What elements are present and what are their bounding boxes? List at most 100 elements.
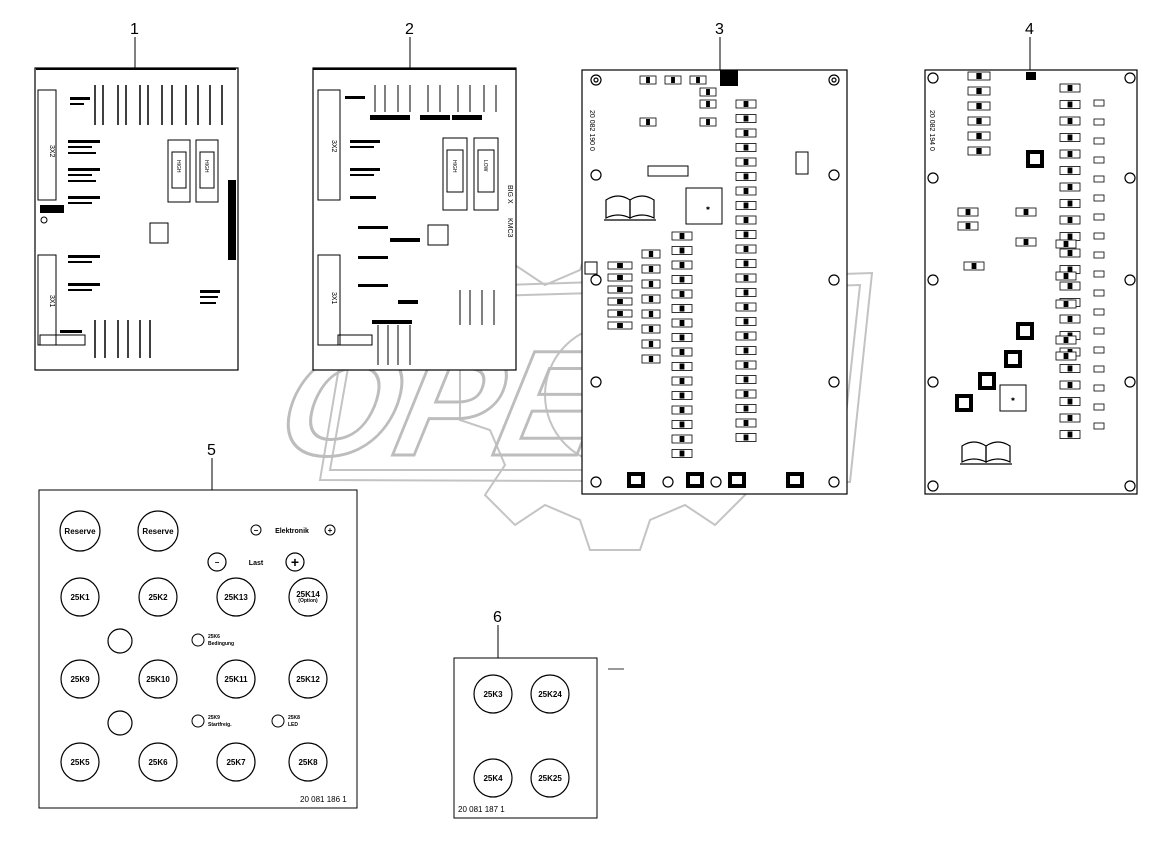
- button-25k3[interactable]: 25K3: [473, 674, 513, 714]
- fuse-block: [735, 99, 757, 109]
- blank-button-1[interactable]: [107, 628, 133, 654]
- fuse-block: [641, 294, 661, 304]
- button-25k10-label: 25K10: [146, 675, 170, 684]
- fuse-block: [671, 231, 693, 241]
- fuse-block: [735, 302, 757, 312]
- button-25k11[interactable]: 25K11: [216, 659, 256, 699]
- button-25k12-label: 25K12: [296, 675, 320, 684]
- elektronik-minus-button[interactable]: −: [250, 524, 262, 536]
- button-25k1[interactable]: 25K1: [60, 577, 100, 617]
- reserve-button-2[interactable]: Reserve: [137, 510, 179, 552]
- fuse-block: [735, 244, 757, 254]
- fuse-block: [641, 279, 661, 289]
- elektronik-plus-button[interactable]: +: [324, 524, 336, 536]
- button-25k9-label: 25K9: [70, 675, 90, 684]
- panel3-fuse-array: [607, 75, 757, 458]
- button-25k14[interactable]: 25K14: [288, 577, 328, 617]
- fuse-block: [967, 101, 991, 111]
- fuse-block: [607, 285, 633, 294]
- fuse-block: [1015, 207, 1037, 217]
- button-25k25[interactable]: 25K25: [530, 758, 570, 798]
- panel2-switch-b-label: LOW: [482, 160, 488, 172]
- fuse-block: [641, 354, 661, 364]
- button-25k7[interactable]: 25K7: [216, 742, 256, 782]
- reserve-button-1-label: Reserve: [64, 527, 96, 536]
- panel4-book-icon: [960, 441, 1012, 465]
- panel4-dial-icon: ✱: [1011, 397, 1015, 403]
- last-minus-button[interactable]: −: [207, 552, 227, 572]
- reserve-button-1[interactable]: Reserve: [59, 510, 101, 552]
- button-25k13-label: 25K13: [224, 593, 248, 602]
- reserve-button-2-label: Reserve: [142, 527, 174, 536]
- led-a: 25K6 Bedingung: [191, 633, 234, 647]
- panel2-connector-3x1: 3X1: [330, 292, 337, 305]
- fuse-block: [699, 99, 717, 109]
- fuse-block: [735, 128, 757, 138]
- panel1-switch-b-label: HIGH: [203, 160, 209, 173]
- fuse-block: [671, 275, 693, 284]
- button-25k9[interactable]: 25K9: [60, 659, 100, 699]
- button-25k2-label: 25K2: [148, 593, 168, 602]
- led-b-label-1: 25K9: [208, 715, 220, 721]
- relay-block: [1093, 156, 1105, 164]
- button-25k13[interactable]: 25K13: [216, 577, 256, 617]
- fuse-block: [607, 297, 633, 306]
- fuse-block: [671, 333, 693, 342]
- fuse-block: [967, 146, 991, 156]
- fuse-block: [639, 117, 657, 127]
- button-25k24-label: 25K24: [538, 690, 562, 699]
- button-25k4[interactable]: 25K4: [473, 758, 513, 798]
- fuse-block: [1059, 380, 1081, 390]
- callouts: [134, 37, 1031, 658]
- relay-block: [1093, 213, 1105, 221]
- fuse-block: [1059, 166, 1081, 175]
- button-25k12[interactable]: 25K12: [288, 659, 328, 699]
- fuse-block: [735, 331, 757, 341]
- panel1-connector-3x1: 3X1: [48, 295, 55, 308]
- panel1-switch-a: HIGH: [167, 139, 191, 203]
- button-25k10[interactable]: 25K10: [138, 659, 178, 699]
- fuse-block: [607, 321, 633, 330]
- fuse-block: [639, 75, 657, 85]
- button-25k2[interactable]: 25K2: [138, 577, 178, 617]
- fuse-block: [671, 391, 693, 400]
- fuse-block: [641, 309, 661, 319]
- led-b-label-2: Startfreig.: [208, 722, 232, 728]
- button-25k8[interactable]: 25K8: [288, 742, 328, 782]
- panel2-side-code: KMC3: [506, 218, 513, 238]
- last-plus-button[interactable]: +: [285, 552, 305, 572]
- button-25k5[interactable]: 25K5: [60, 742, 100, 782]
- relay-block: [1093, 422, 1105, 430]
- relay-block: [1093, 118, 1105, 126]
- blank-button-2[interactable]: [107, 710, 133, 736]
- fuse-block: [671, 362, 693, 371]
- fuse-block: [607, 261, 633, 270]
- callout-6: 6: [493, 609, 502, 626]
- panel-3: 20 082 190 0 ✱: [581, 69, 848, 495]
- led-c-label-1: 25K8: [288, 715, 300, 721]
- fuse-block: [963, 261, 985, 271]
- led-a-label-2: Bedingung: [208, 641, 234, 647]
- fuse-block: [607, 309, 633, 318]
- relay-block: [1093, 251, 1105, 259]
- fuse-block: [967, 86, 991, 96]
- elektronik-label: Elektronik: [275, 528, 309, 535]
- fuse-block: [1059, 199, 1081, 208]
- fuse-block: [689, 75, 707, 85]
- fuse-block: [671, 318, 693, 328]
- button-25k24[interactable]: 25K24: [530, 674, 570, 714]
- last-label: Last: [249, 560, 264, 567]
- callout-1: 1: [130, 21, 139, 38]
- fuse-block: [671, 434, 693, 444]
- panel5-button-grid: 25K1 25K2 25K13 25K14 25K9 25K10 25K11 25K12 25K…: [60, 577, 328, 782]
- led-b: 25K9 Startfreig.: [191, 714, 232, 728]
- button-25k6[interactable]: 25K6: [138, 742, 178, 782]
- fuse-block: [671, 347, 693, 357]
- callout-5: 5: [207, 442, 216, 459]
- fuse-block: [671, 304, 693, 313]
- panel3-part-number: 20 082 190 0: [588, 110, 595, 151]
- fuse-block: [735, 375, 757, 384]
- fuse-block: [735, 259, 757, 268]
